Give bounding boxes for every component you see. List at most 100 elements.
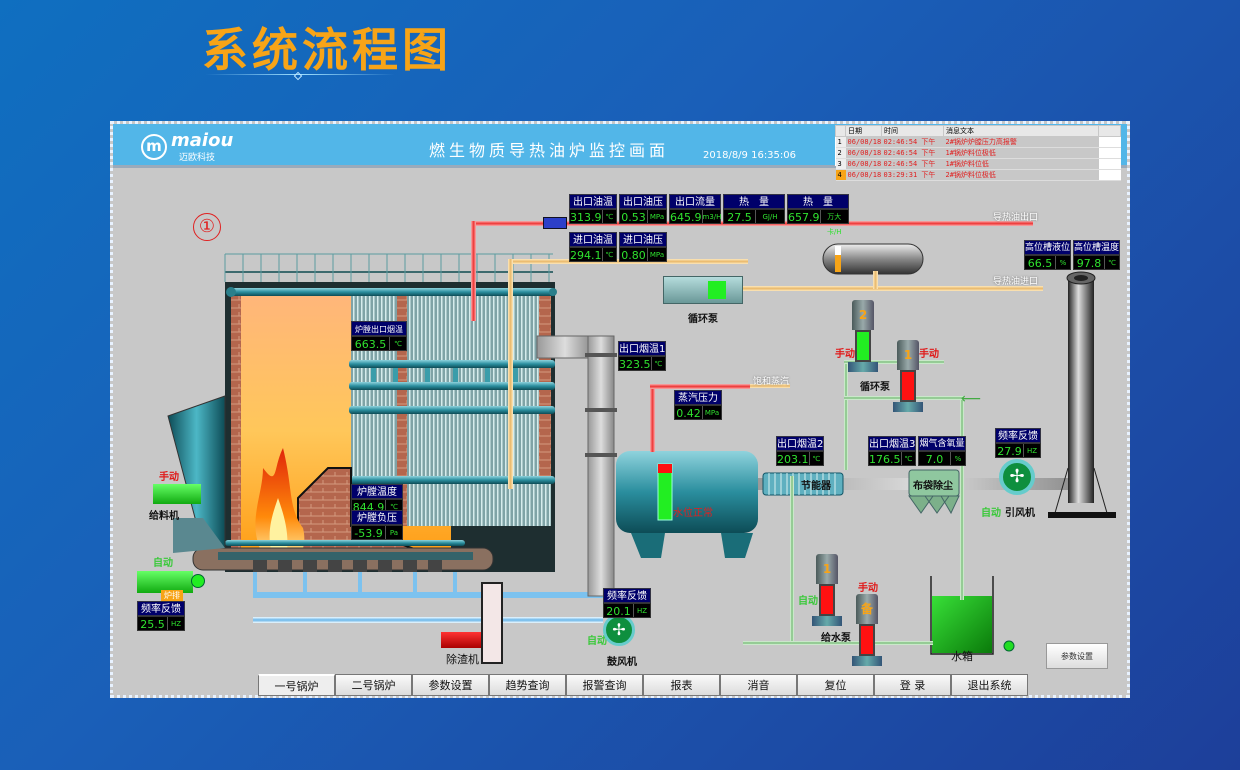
- pump-base: [852, 656, 882, 666]
- reading-label: 出口烟温3: [868, 436, 916, 451]
- alarm-date: 06/08/18: [845, 169, 882, 181]
- steam-drum: [616, 451, 758, 558]
- alarm-row[interactable]: 3 06/08/18 02:46:54 下午 1#锅炉料位低: [835, 158, 1121, 170]
- alarm-index: 3: [835, 158, 846, 170]
- blower-mode[interactable]: 自动: [587, 636, 607, 647]
- blower-fan-icon[interactable]: ✢: [603, 614, 635, 646]
- tank-feed: [873, 271, 878, 289]
- reading-label: 炉膛出口烟温: [351, 321, 407, 336]
- reading-unit: m3/H: [702, 213, 722, 221]
- alarm-row[interactable]: 1 06/08/18 02:46:54 下午 2#锅炉炉膛压力高报警: [835, 136, 1121, 148]
- pump-number: 2: [852, 300, 874, 330]
- circ-pump-main[interactable]: [663, 276, 743, 304]
- grate-motor[interactable]: [137, 571, 193, 593]
- reading-unit: MPa: [649, 251, 665, 259]
- alarm-row[interactable]: 4 06/08/18 03:29:31 下午 2#锅炉料位极低: [835, 169, 1121, 181]
- reading-value: 663.5: [352, 337, 390, 351]
- blower-label: 鼓风机: [607, 657, 637, 668]
- nav-reset[interactable]: 复位: [797, 674, 874, 696]
- reading-value: 203.1: [777, 452, 810, 466]
- reading-label: 烟气含氧量: [918, 436, 966, 451]
- nav-mute[interactable]: 消音: [720, 674, 797, 696]
- circ-pump-2[interactable]: 2: [848, 300, 878, 372]
- alarm-header-row: 日期 时间 消息文本: [835, 125, 1121, 137]
- reading-value: 294.1: [570, 248, 603, 262]
- reading-unit: HZ: [636, 607, 648, 615]
- alarm-message: 1#锅炉料位低: [943, 158, 1099, 170]
- nav-boiler-2[interactable]: 二号锅炉: [335, 674, 412, 696]
- alarm-col-date: 日期: [845, 125, 882, 137]
- alarm-index: 2: [835, 147, 846, 159]
- feeder-mode[interactable]: 手动: [159, 472, 179, 483]
- slag-motor[interactable]: [441, 632, 481, 648]
- grate-status-light: [191, 574, 205, 588]
- circ-pump-1-mode[interactable]: 手动: [919, 349, 939, 360]
- saturated-steam-label: 饱和蒸汽: [753, 377, 790, 387]
- reading-unit: ℃: [605, 251, 614, 259]
- steam-pipe: [650, 384, 750, 389]
- reading-value: 27.5: [724, 210, 756, 224]
- nav-report[interactable]: 报表: [643, 674, 720, 696]
- param-settings-button[interactable]: 参数设置: [1046, 643, 1108, 669]
- nav-trend-query[interactable]: 趋势查询: [489, 674, 566, 696]
- reading-value: 0.80: [620, 248, 648, 262]
- dust-collector: [908, 469, 960, 515]
- id-fan-icon[interactable]: ✢: [999, 459, 1035, 495]
- nav-exit[interactable]: 退出系统: [951, 674, 1028, 696]
- alarm-time: 02:46:54 下午: [881, 136, 944, 148]
- reading-unit: ℃: [394, 340, 402, 348]
- reading-label: 出口油温: [569, 194, 617, 209]
- reading-unit: ℃: [390, 503, 398, 511]
- reading-unit: ℃: [654, 360, 663, 368]
- circ-pump-2-mode[interactable]: 手动: [835, 349, 855, 360]
- nav-param-settings[interactable]: 参数设置: [412, 674, 489, 696]
- alarm-message: 2#锅炉炉膛压力高报警: [943, 136, 1099, 148]
- grate-mode[interactable]: 自动: [153, 558, 173, 569]
- feed-pump-1-mode[interactable]: 自动: [798, 596, 818, 607]
- chimney: [1048, 271, 1116, 518]
- alarm-time: 03:29:31 下午: [881, 169, 944, 181]
- water-tank-label: 水箱: [951, 650, 973, 663]
- oil-outlet-riser: [471, 221, 476, 321]
- railing: [224, 253, 553, 282]
- alarm-index: 1: [835, 136, 846, 148]
- pump-status-light: [708, 281, 726, 299]
- alarm-row[interactable]: 2 06/08/18 02:46:54 下午 1#锅炉料位极低: [835, 147, 1121, 159]
- tank-level: 高位槽液位 66.5%: [1024, 240, 1071, 270]
- nav-boiler-1[interactable]: 一号锅炉: [258, 674, 335, 696]
- alarm-blank: [1098, 169, 1121, 181]
- flame-icon: [255, 448, 305, 563]
- slag-remover-label: 除渣机: [446, 653, 479, 666]
- slag-remover[interactable]: [481, 582, 503, 664]
- nav-alarm-query[interactable]: 报警查询: [566, 674, 643, 696]
- circ-pump-1[interactable]: 1: [893, 340, 923, 412]
- pump-status-stopped: [859, 624, 875, 656]
- reading-label: 热 量: [723, 194, 785, 209]
- economizer-water-riser: [844, 360, 848, 470]
- reading-unit: Pa: [389, 529, 399, 537]
- screen-title: 燃生物质导热油炉监控画面: [429, 141, 670, 160]
- feeder-motor[interactable]: [153, 484, 201, 504]
- page-title: 系统流程图: [202, 23, 452, 77]
- pump-base: [848, 362, 878, 372]
- nav-login[interactable]: 登 录: [874, 674, 951, 696]
- feed-pump-1[interactable]: 1: [812, 554, 842, 626]
- reading-label: 出口油压: [619, 194, 667, 209]
- outlet-flue-temp-2: 出口烟温2 203.1℃: [776, 436, 824, 466]
- pump-number: 备: [856, 594, 878, 624]
- id-fan-mode[interactable]: 自动: [981, 508, 1001, 519]
- alarm-table[interactable]: 日期 时间 消息文本 1 06/08/18 02:46:54 下午 2#锅炉炉膛…: [835, 125, 1121, 181]
- tank-inlet: [960, 400, 964, 600]
- reading-unit: ℃: [605, 213, 614, 221]
- reading-value: 25.5: [138, 617, 168, 631]
- furnace-outlet-flue-temp: 炉膛出口烟温 663.5 ℃: [351, 321, 407, 351]
- reading-label: 出口流量: [669, 194, 721, 209]
- blower-air-pipe: [253, 617, 603, 623]
- feed-pump-spare-mode[interactable]: 手动: [858, 583, 878, 594]
- feed-pump-spare[interactable]: 备: [852, 594, 882, 666]
